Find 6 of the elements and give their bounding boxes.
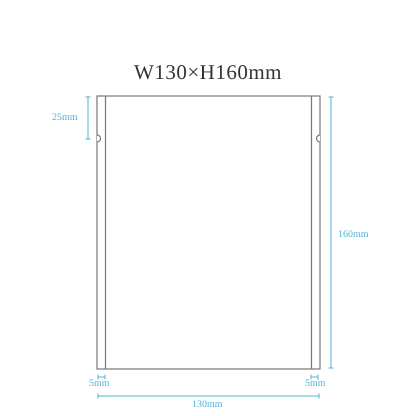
dimension-label: 5mm (89, 378, 110, 390)
dimension-label: 25mm (52, 112, 78, 124)
title: W130×H160mm (133, 60, 283, 85)
dimension-label: 130mm (192, 399, 223, 411)
dimension-label: 5mm (305, 378, 326, 390)
dimension-label: 160mm (338, 229, 369, 241)
